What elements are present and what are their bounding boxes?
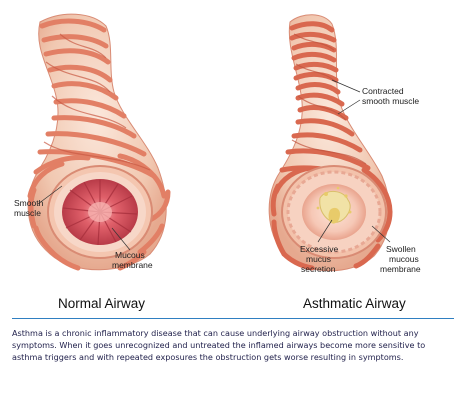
asthmatic-airway [268,14,393,272]
label-contracted-smooth-muscle: Contracted smooth muscle [362,86,419,106]
normal-airway [27,13,171,271]
mucus-secretion-leader [317,219,333,243]
excessive-mucus [316,186,352,224]
contracted-smooth-muscle-leader-1 [331,79,361,93]
swollen-membrane-leader [371,225,391,243]
label-contracted-line-2: smooth muscle [362,96,419,106]
smooth-muscle-leader [37,185,63,205]
airway-diagram: Smooth muscle Mucous membrane [14,13,421,274]
label-smooth-muscle-line-1: Smooth [14,198,44,208]
label-excessive-mucus-secretion: Excessive mucus secretion [300,244,341,274]
label-mucous-membrane-line-1: Mucous [115,250,145,260]
label-mucous-membrane-line-2: membrane [112,260,153,270]
label-excessive-line-3: secretion [301,264,336,274]
mucous-membrane-leader [111,227,131,251]
label-swollen-line-1: Swollen [386,244,416,254]
label-smooth-muscle-line-2: muscle [14,208,41,218]
caption-asthmatic-airway: Asthmatic Airway [303,296,406,311]
divider-line [12,318,454,319]
label-excessive-line-1: Excessive [300,244,339,254]
label-smooth-muscle: Smooth muscle [14,198,46,218]
label-swollen-line-2: mucous [389,254,419,264]
label-excessive-line-2: mucus [306,254,331,264]
label-swollen-mucous-membrane: Swollen mucous membrane [380,244,421,274]
contracted-smooth-muscle-leader-2 [337,99,361,115]
description-text: Asthma is a chronic inflammatory disease… [12,328,426,362]
label-swollen-line-3: membrane [380,264,421,274]
label-contracted-line-1: Contracted [362,86,404,96]
label-mucous-membrane: Mucous membrane [112,250,153,270]
caption-normal-airway: Normal Airway [58,296,146,311]
